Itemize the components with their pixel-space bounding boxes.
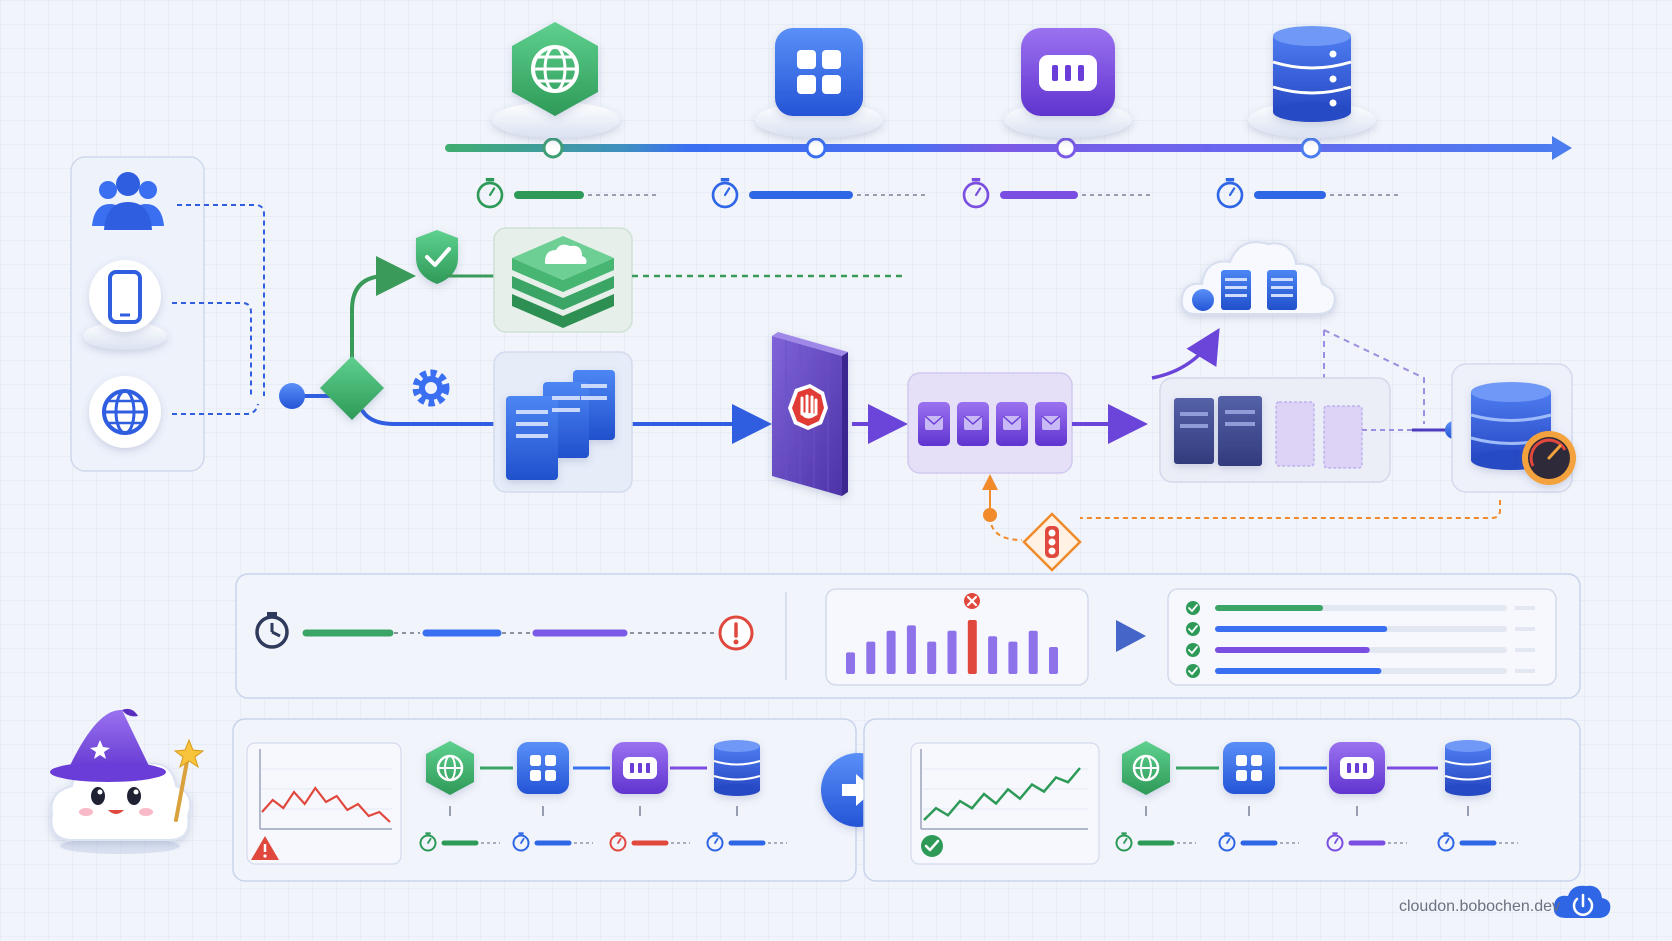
pipeline-stage-plates [492,102,1376,138]
histogram-bar [866,641,876,674]
client-connectors [172,204,265,415]
histogram-bar [906,625,916,674]
stop-hand-icon [772,332,848,496]
users-icon [92,172,164,230]
phone-icon [83,260,167,350]
check-icon [1186,643,1200,657]
mini-dots-icon [1329,742,1385,794]
stage-timer-4-icon [1216,177,1244,209]
globe-client-icon [89,376,161,448]
mini-timer-icon [706,832,724,852]
message-queue [907,372,1073,474]
histogram-bar [927,641,937,674]
server-rack-icon [1159,377,1391,483]
mini-timer-icon [1115,832,1133,852]
histogram-bar [1049,647,1058,674]
histogram-bar [947,630,957,674]
checklist [1167,588,1557,686]
diamond-icon [320,356,384,420]
check-icon [1186,601,1200,615]
check-icon [1186,664,1200,678]
latency-timeline [255,612,754,651]
database-icon [1272,26,1352,122]
gear-icon [412,369,450,407]
x-icon [964,593,980,609]
mini-database-icon [713,740,761,796]
queue-message [996,402,1028,446]
mini-timer-icon [1218,832,1236,852]
stopwatch-icon [255,612,289,649]
stage-timer-2-icon [711,177,739,209]
backpressure-node [983,508,997,522]
comparison-after-panel [863,718,1581,882]
database-gauge-icon [1451,363,1576,493]
play-arrow-icon [1116,620,1146,652]
mini-timer-icon [1437,832,1455,852]
trend-line [261,786,391,823]
mini-dots-icon [612,742,668,794]
cloud-servers-icon [1180,241,1336,315]
histogram-bar [1028,630,1038,674]
warning-icon [251,836,279,860]
dots-icon [1021,28,1115,116]
cloud-dashed-links [1323,329,1425,424]
queue-message [1035,402,1067,446]
shield-check-icon [416,230,458,284]
mini-timer-icon [512,832,530,852]
alert-icon [718,615,754,651]
scale-out-arrow [1151,328,1220,380]
stage-timer-3-icon [962,177,990,209]
queue-message [918,402,950,446]
grid-icon [775,28,863,116]
checklist-row [1186,664,1535,678]
mini-globe-icon [426,741,474,795]
mini-timer-icon [609,832,627,852]
cache-stack-icon [493,227,633,333]
mini-timer-icon [1326,832,1344,852]
traffic-light-icon [1022,512,1082,572]
mini-grid-icon [517,742,569,794]
mini-database-icon [1444,740,1492,796]
wizard-cloud-icon [50,708,205,854]
server-cluster-icon [493,351,633,493]
comparison-before-panel [232,718,857,882]
queue-message [957,402,989,446]
histogram-bar-highlight [967,620,977,674]
mini-globe-icon [1122,741,1170,795]
trend-line [923,767,1081,821]
checklist-row [1186,622,1535,636]
histogram-bar [846,652,855,674]
mini-grid-icon [1223,742,1275,794]
stage-timer-1-icon [476,177,504,209]
checklist-row [1186,643,1535,657]
histogram [825,588,1089,686]
mini-timer-icon [419,832,437,852]
histogram-bar [1008,641,1018,674]
pipeline-track [445,136,1572,160]
site-url[interactable]: cloudon.bobochen.dev [1398,898,1560,915]
check-circle-icon [921,835,943,857]
histogram-bar [988,636,998,674]
histogram-bar [886,630,896,674]
power-icon[interactable] [1553,885,1611,918]
stage-timers [476,177,1400,209]
checklist-row [1186,601,1535,615]
globe-icon [512,22,598,116]
branch-paths [350,256,772,444]
check-icon [1186,622,1200,636]
